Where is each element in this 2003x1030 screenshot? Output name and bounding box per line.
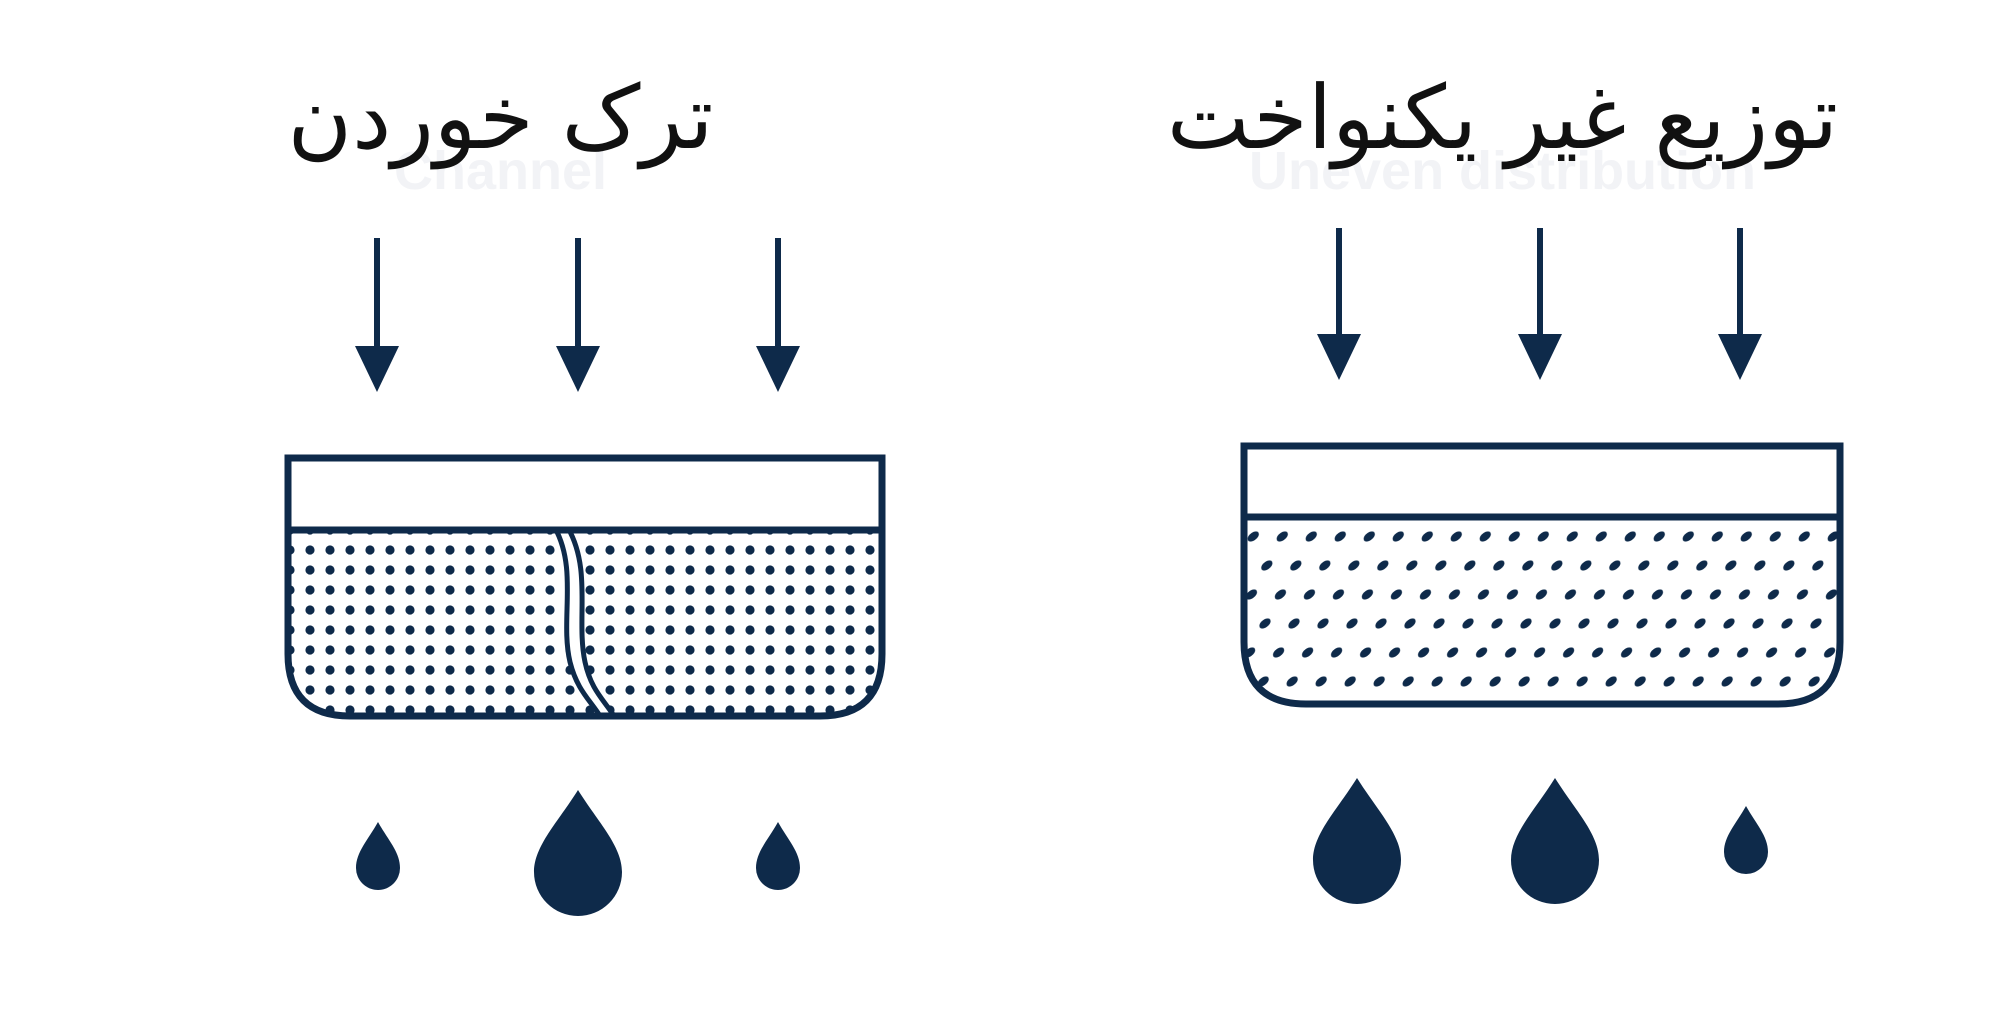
channel-bed-right xyxy=(568,530,880,716)
channel-droplet-small-2 xyxy=(756,822,800,890)
channel-arrow-2 xyxy=(556,238,600,392)
channel-ghost-label: Channel xyxy=(393,141,608,201)
uneven-arrow-2 xyxy=(1518,228,1562,380)
uneven-arrow-1 xyxy=(1317,228,1361,380)
uneven-ghost-label: Uneven distribution xyxy=(1248,141,1756,201)
uneven-title: توزیع غیر یکنواخت xyxy=(1166,66,1839,169)
uneven-droplet-large-2 xyxy=(1511,778,1599,904)
uneven-basket xyxy=(1240,442,1844,708)
channel-arrow-1 xyxy=(355,238,399,392)
channel-bed-left xyxy=(290,530,600,716)
channel-title: ترک خوردن xyxy=(287,66,714,169)
channel-droplet-large xyxy=(534,790,622,916)
uneven-figure xyxy=(1240,228,1844,904)
channel-arrow-3 xyxy=(756,238,800,392)
uneven-droplet-small xyxy=(1724,806,1768,874)
panel-uneven: Uneven distribution توزیع غیر یکنواخت xyxy=(1002,0,2003,1030)
uneven-arrow-3 xyxy=(1718,228,1762,380)
uneven-droplet-large-1 xyxy=(1313,778,1401,904)
channel-crack-line xyxy=(552,526,603,718)
panel-channel: Channel ترک خوردن xyxy=(0,0,1001,1030)
uneven-bed xyxy=(1246,520,1838,704)
channel-basket xyxy=(284,454,886,720)
channel-figure xyxy=(284,238,886,916)
channel-droplet-small-1 xyxy=(356,822,400,890)
